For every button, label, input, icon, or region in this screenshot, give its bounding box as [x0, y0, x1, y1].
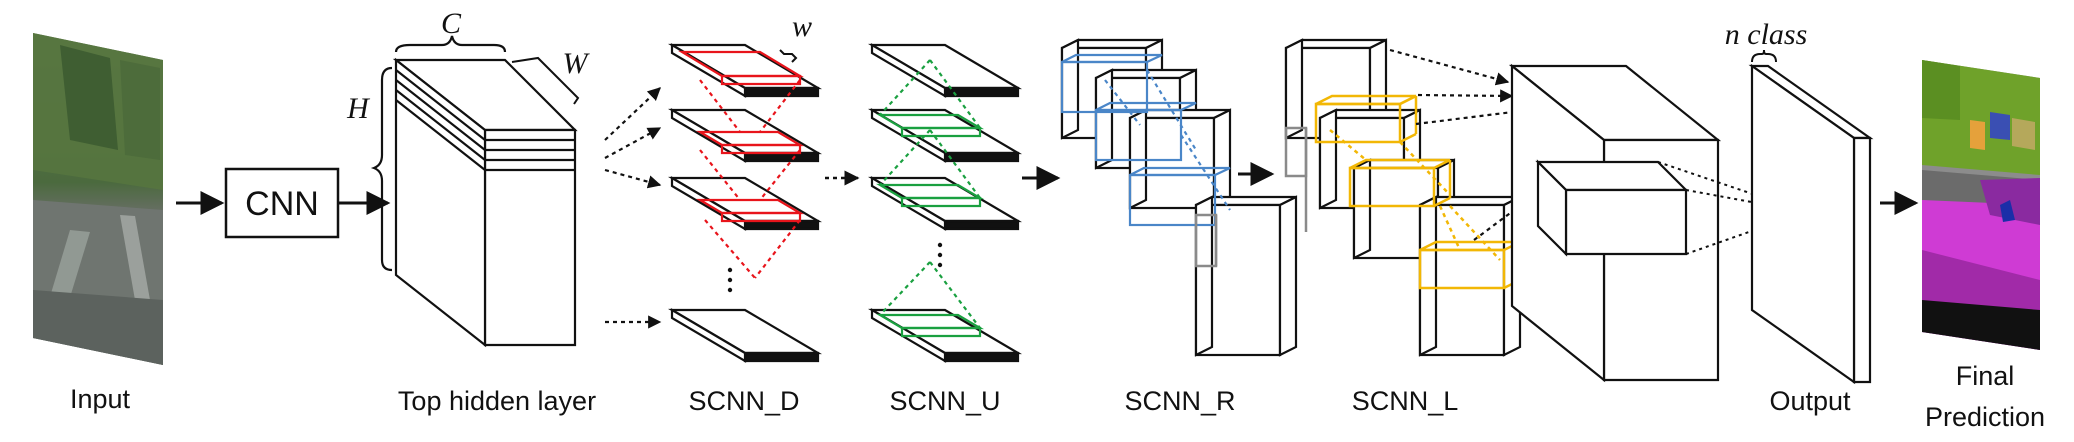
scnn-u-ellipsis	[937, 242, 943, 268]
input-label: Input	[70, 384, 131, 414]
scnn-d-label: SCNN_D	[688, 386, 799, 416]
scnn-u-green-bands	[875, 59, 985, 338]
w-small-symbol: w	[792, 10, 812, 43]
output-label: Output	[1769, 386, 1851, 416]
scnn-d-ellipsis	[727, 267, 733, 293]
w-brace	[511, 56, 580, 105]
n-class-symbol: n class	[1725, 18, 1808, 51]
scnn-l-blocks	[1284, 38, 1522, 357]
h-symbol: H	[346, 92, 371, 125]
prediction-image	[1922, 60, 2040, 350]
scnn-r-blocks	[1060, 38, 1298, 357]
h-brace	[370, 66, 393, 272]
cnn-box	[224, 167, 340, 239]
scnn-l-gold-slices	[1314, 94, 1522, 290]
n-class-brace	[1751, 49, 1777, 63]
scnn-u-slices	[867, 43, 1023, 363]
scnn-r-blue-slices	[1060, 53, 1231, 227]
scnn-u-label: SCNN_U	[889, 386, 1000, 416]
cnn-label: CNN	[245, 185, 319, 223]
final-label-line2: Prediction	[1925, 402, 2045, 432]
output-block	[1748, 63, 1874, 385]
scnn-l-label: SCNN_L	[1352, 386, 1459, 416]
input-image	[33, 33, 163, 365]
c-brace	[394, 35, 507, 53]
inner-feature-cube	[1535, 159, 1689, 257]
w-small-brace	[779, 49, 798, 63]
scnn-r-gray-slice	[1194, 213, 1218, 268]
scnn-l-gray-slice	[1284, 126, 1308, 232]
scnn-d-slices	[667, 43, 823, 363]
final-label-line1: Final	[1956, 361, 2015, 391]
c-symbol: C	[441, 7, 462, 40]
scnn-d-red-bands	[678, 50, 805, 279]
hidden-to-slices-arrows	[604, 87, 662, 329]
w-symbol: W	[563, 47, 591, 80]
top-hidden-layer-label: Top hidden layer	[398, 386, 596, 416]
scnn-r-label: SCNN_R	[1124, 386, 1235, 416]
top-hidden-layer-block	[392, 57, 578, 348]
